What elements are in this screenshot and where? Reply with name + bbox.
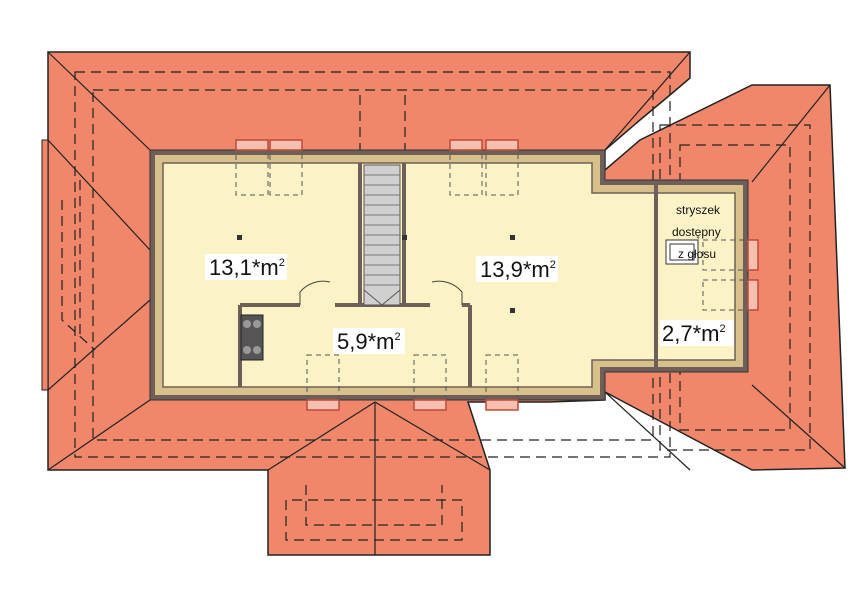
attic-note-line-1: stryszek <box>676 203 721 217</box>
light-points <box>237 235 515 313</box>
roof-windows <box>235 139 759 411</box>
kitchen-hob <box>240 314 264 361</box>
room-labels: 13,1*m2 13,9*m2 5,9*m2 2,7*m2 stryszek d… <box>205 203 734 354</box>
doors <box>299 280 463 305</box>
attic-note-line-2: dostępny <box>672 225 721 239</box>
area-label-hall: 5,9*m2 <box>337 329 401 354</box>
walls <box>149 149 749 401</box>
staircase <box>363 164 401 306</box>
roof-west-bay <box>41 139 49 391</box>
area-label-small: 2,7*m2 <box>662 321 726 346</box>
floor-area <box>162 162 736 388</box>
area-label-west: 13,1*m2 <box>209 255 285 280</box>
area-label-east: 13,9*m2 <box>480 257 556 282</box>
attic-note-line-3: z głosu <box>678 247 716 261</box>
attic-hatch-icon <box>665 239 699 265</box>
